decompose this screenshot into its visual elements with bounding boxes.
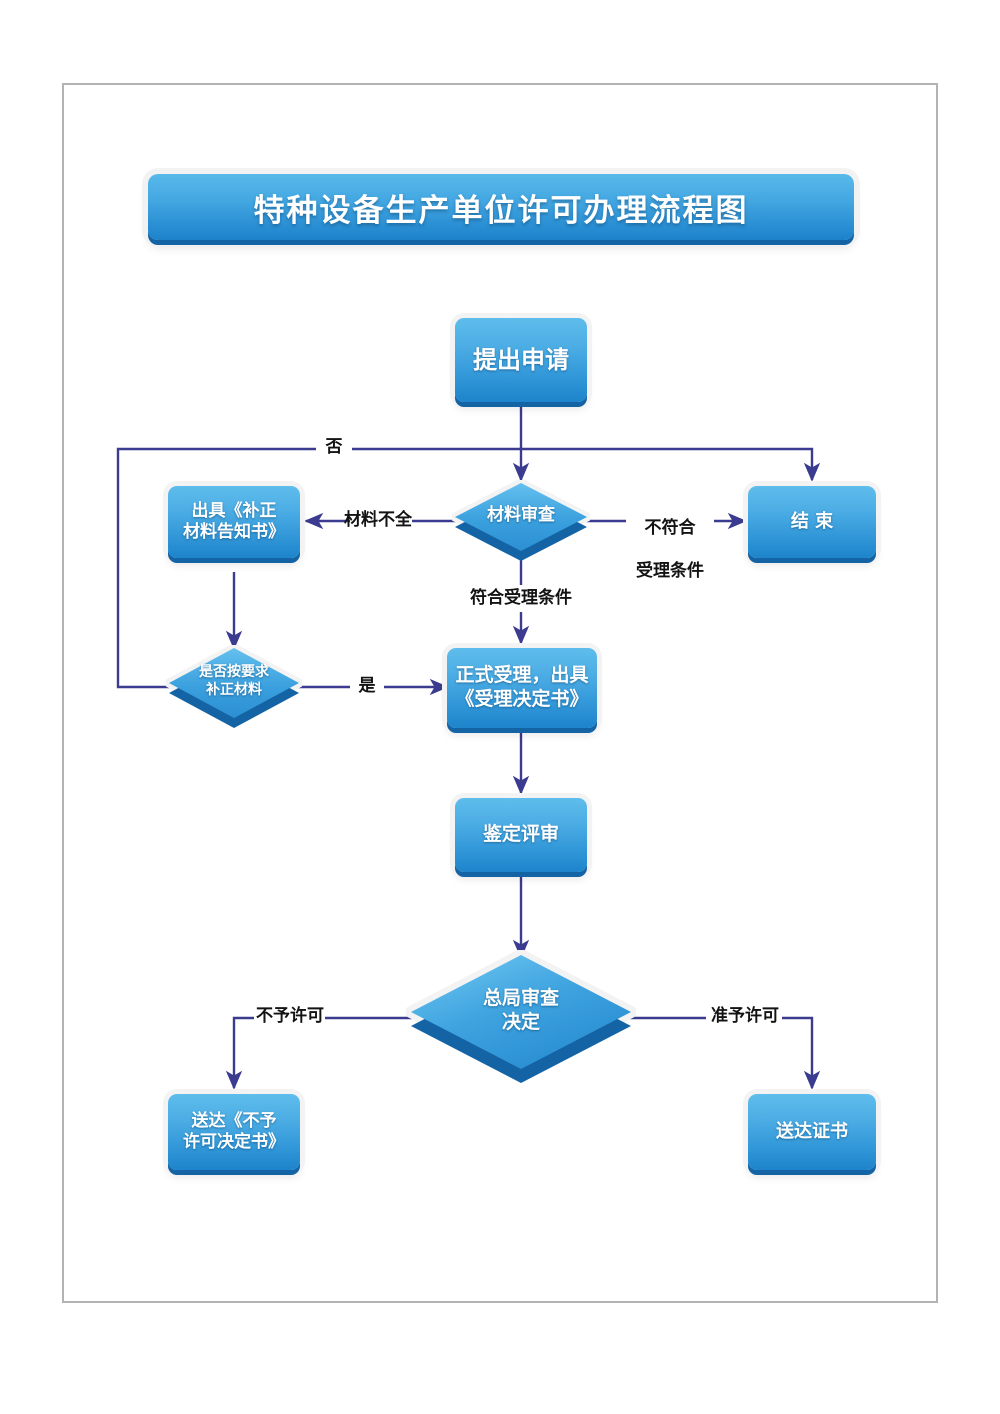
node-label: 提出申请 [473,346,569,374]
node-label-line1: 出具《补正 [191,500,277,521]
node-label: 送达证书 [776,1120,848,1142]
diamond-shape [166,645,302,728]
node-end[interactable]: 结 束 [748,486,876,558]
node-label: 出具《补正 材料告知书》 [177,501,291,544]
edge-decision-to-deny-2 [225,1016,254,1090]
node-material-review[interactable]: 材料审查 [452,480,590,562]
edge-label-not-eligible: 不符合 受理条件 [628,496,712,583]
edge-label-yes: 是 [358,676,376,696]
node-label-line2: 材料告知书》 [183,522,285,542]
node-label-line1: 送达《不予 [191,1110,277,1131]
node-label: 鉴定评审 [482,823,559,846]
diagram-title-banner: 特种设备生产单位许可办理流程图 [148,174,854,240]
edge-label-line1: 不符合 [644,517,696,538]
edge-label-line2: 受理条件 [636,561,704,582]
edge-label-deny-permit: 不予许可 [256,1006,324,1026]
node-label: 送达《不予 许可决定书》 [177,1111,291,1154]
edge-label-incomplete-material: 材料不全 [344,510,412,530]
node-appraisal-review[interactable]: 鉴定评审 [455,798,587,872]
edge-fixed-to-end-top [352,447,821,482]
node-label: 结 束 [790,510,834,532]
node-bureau-review-decision[interactable]: 总局审查 决定 [406,950,636,1088]
node-corrected-as-required[interactable]: 是否按要求 补正材料 [166,645,302,729]
node-label-line2: 许可决定书》 [183,1132,285,1152]
edge-decision-to-certificate-2 [782,1016,821,1090]
node-label: 正式受理，出具 《受理决定书》 [449,664,594,712]
node-label-line1: 正式受理，出具 [455,664,589,687]
node-formal-acceptance[interactable]: 正式受理，出具 《受理决定书》 [447,648,597,728]
node-issue-correction-notice[interactable]: 出具《补正 材料告知书》 [168,486,300,558]
edge-label-grant-permit: 准予许可 [711,1006,779,1026]
edge-label-no: 否 [325,437,343,457]
page-title: 特种设备生产单位许可办理流程图 [253,192,749,229]
node-deliver-denial-decision[interactable]: 送达《不予 许可决定书》 [168,1094,300,1170]
edge-label-eligible: 符合受理条件 [470,588,572,608]
diamond-shape [406,950,636,1083]
node-deliver-certificate[interactable]: 送达证书 [748,1094,876,1170]
node-submit-application[interactable]: 提出申请 [455,318,587,402]
diamond-shape [452,480,590,561]
node-label-line2: 《受理决定书》 [455,688,589,710]
